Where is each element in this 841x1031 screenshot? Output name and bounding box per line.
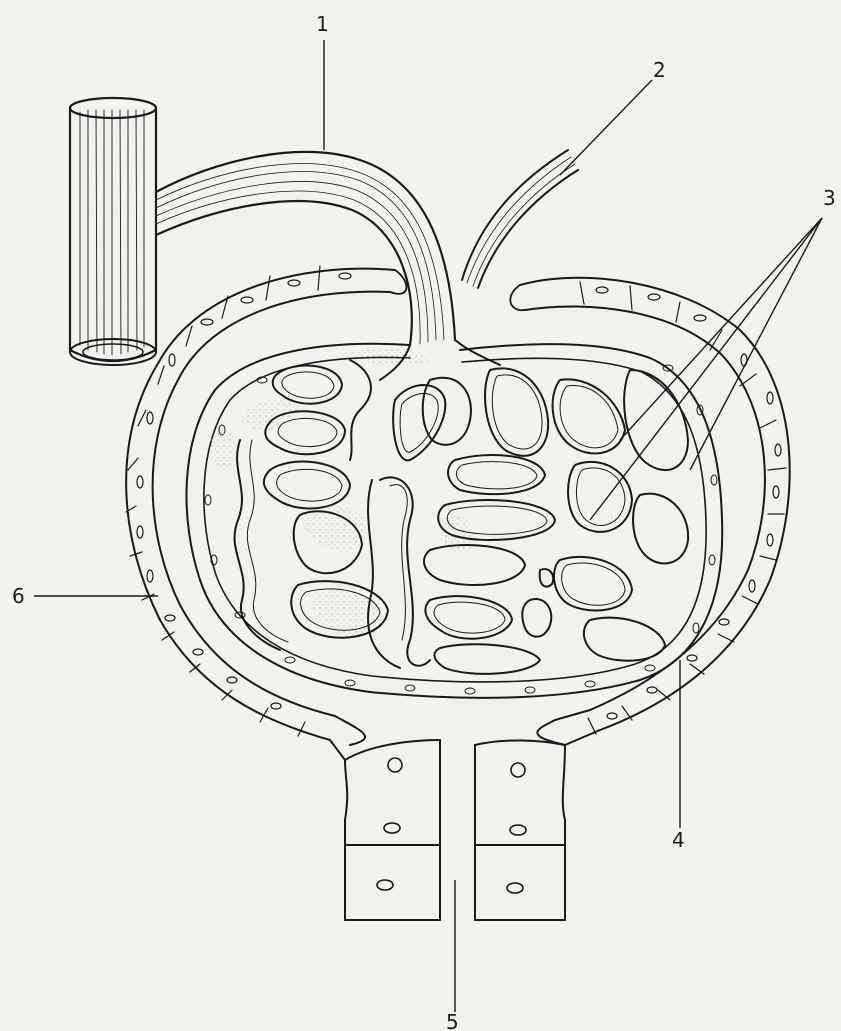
leader-line-3b bbox=[590, 218, 822, 520]
interlobular-artery bbox=[70, 98, 156, 365]
label-2: 2 bbox=[653, 60, 666, 80]
stippled-matrix bbox=[210, 348, 473, 637]
label-5: 5 bbox=[446, 1012, 459, 1031]
label-3: 3 bbox=[823, 188, 836, 208]
leader-lines bbox=[34, 40, 822, 1012]
bowmans-capsule bbox=[126, 266, 790, 760]
label-6: 6 bbox=[12, 586, 25, 606]
capillary-loops bbox=[235, 340, 689, 674]
label-1: 1 bbox=[316, 14, 329, 34]
label-4: 4 bbox=[672, 830, 685, 850]
leader-line-3a bbox=[620, 218, 822, 440]
leader-line-2 bbox=[560, 80, 652, 175]
afferent-arteriole bbox=[156, 152, 455, 345]
proximal-tubule bbox=[335, 716, 565, 920]
efferent-arteriole bbox=[462, 150, 578, 288]
